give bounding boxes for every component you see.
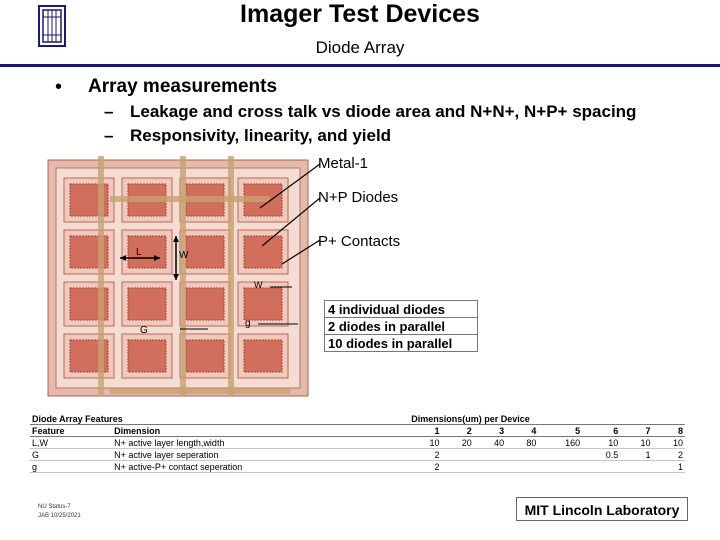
diode-pad [127, 339, 167, 373]
metal-trace [180, 156, 186, 396]
dim-label-g: G [140, 325, 148, 336]
table-header-cell: Dimension [112, 424, 410, 437]
legend-item: 10 diodes in parallel [324, 334, 478, 352]
metal-trace [110, 196, 270, 202]
table-cell: 2 [409, 460, 442, 473]
table-cell [506, 460, 539, 473]
legend-item: 2 diodes in parallel [324, 317, 478, 335]
table-cell: 1 [652, 460, 685, 473]
table-header-row: Feature Dimension 1 2 3 4 5 6 7 8 [30, 424, 685, 437]
table-cell: 10 [409, 436, 442, 449]
diode-pad [243, 235, 283, 269]
diode-array-diagram: L W W G g [47, 156, 320, 397]
table-row: g N+ active-P+ contact seperation 2 1 [30, 460, 685, 473]
table-title: Diode Array Features [30, 413, 410, 425]
diode-pad [243, 287, 283, 321]
diode-pad [185, 339, 225, 373]
table-header-cell: 5 [538, 424, 583, 437]
legend-item: 4 individual diodes [324, 300, 478, 318]
callout-metal-1: Metal-1 [318, 155, 369, 172]
footer-line: NU Status-7 [38, 504, 71, 510]
title-rule [0, 64, 720, 67]
callout-p-contacts: P+ Contacts [318, 233, 401, 250]
table-cell: 2 [409, 448, 442, 461]
diode-pad [243, 339, 283, 373]
table-cell: 10 [652, 436, 685, 449]
sub-bullet-text: Responsivity, linearity, and yield [130, 126, 392, 145]
bullet-dot: • [55, 76, 63, 98]
table-cell: 2 [652, 448, 685, 461]
page-title: Imager Test Devices [240, 0, 480, 28]
dim-label-w: W [179, 250, 189, 261]
table-cell: 40 [473, 436, 507, 449]
table-cell: 80 [506, 436, 539, 449]
table-header-cell: 7 [620, 424, 653, 437]
table-row: G N+ active layer seperation 2 0.5 1 2 [30, 448, 685, 461]
table-cell: 1 [620, 448, 653, 461]
sub-bullet-dash: – [104, 102, 114, 121]
table-cell: 160 [538, 436, 583, 449]
sub-bullet: –Leakage and cross talk vs diode area an… [104, 102, 636, 122]
bullet-main: Array measurements [88, 76, 278, 97]
footer-slide-info: NU Status-7 JAB 10/25/2021 [38, 503, 81, 521]
footer-lab-name: MIT Lincoln Laboratory [516, 497, 688, 521]
table-cell: 0.5 [582, 448, 621, 461]
sub-bullet-text: Leakage and cross talk vs diode area and… [130, 102, 637, 121]
table-header-cell: 3 [473, 424, 507, 437]
dim-label-w2: W [254, 280, 263, 290]
mit-ll-logo-icon [38, 5, 66, 47]
table-cell: 20 [441, 436, 474, 449]
dim-label-l: L [136, 247, 142, 258]
table-cell [538, 460, 583, 473]
table-cell: 10 [582, 436, 621, 449]
table-cell [620, 460, 653, 473]
dim-label-g2: g [245, 318, 251, 329]
table-header-cell: 4 [506, 424, 539, 437]
table-cell [582, 460, 621, 473]
table-cell [473, 448, 507, 461]
table-cell: L,W [30, 436, 113, 449]
table-header-cell: 2 [441, 424, 474, 437]
table-cell [441, 448, 474, 461]
diode-array-features-table: Diode Array Features Dimensions(um) per … [30, 413, 685, 473]
table-cell: N+ active layer seperation [112, 448, 410, 461]
table-cell: g [30, 460, 113, 473]
sub-bullet: –Responsivity, linearity, and yield [104, 126, 391, 146]
diode-pad [127, 287, 167, 321]
dimensions-title: Dimensions(um) per Device [409, 413, 685, 425]
table-header-cell: Feature [30, 424, 113, 437]
diode-pad [185, 235, 225, 269]
table-cell [473, 460, 507, 473]
diode-pad-grid [63, 177, 289, 379]
table-header-cell: 1 [409, 424, 442, 437]
metal-trace [110, 388, 290, 394]
table-cell [506, 448, 539, 461]
table-cell: 10 [620, 436, 653, 449]
metal-trace [98, 156, 104, 396]
table-cell: N+ active layer length,width [112, 436, 410, 449]
sub-bullet-dash: – [104, 126, 114, 145]
diode-pad [127, 235, 167, 269]
page-subtitle: Diode Array [315, 38, 405, 57]
table-cell: G [30, 448, 113, 461]
table-cell [441, 460, 474, 473]
table-header-cell: 6 [582, 424, 621, 437]
diode-group-legend: 4 individual diodes 2 diodes in parallel… [324, 300, 478, 352]
metal-trace [228, 156, 234, 396]
diode-pad [185, 287, 225, 321]
table-row: L,W N+ active layer length,width 10 20 4… [30, 436, 685, 449]
table-header-cell: 8 [652, 424, 685, 437]
footer-line: JAB 10/25/2021 [38, 513, 81, 519]
table-cell: N+ active-P+ contact seperation [112, 460, 410, 473]
table-cell [538, 448, 583, 461]
callout-n-p-diodes: N+P Diodes [318, 189, 399, 206]
